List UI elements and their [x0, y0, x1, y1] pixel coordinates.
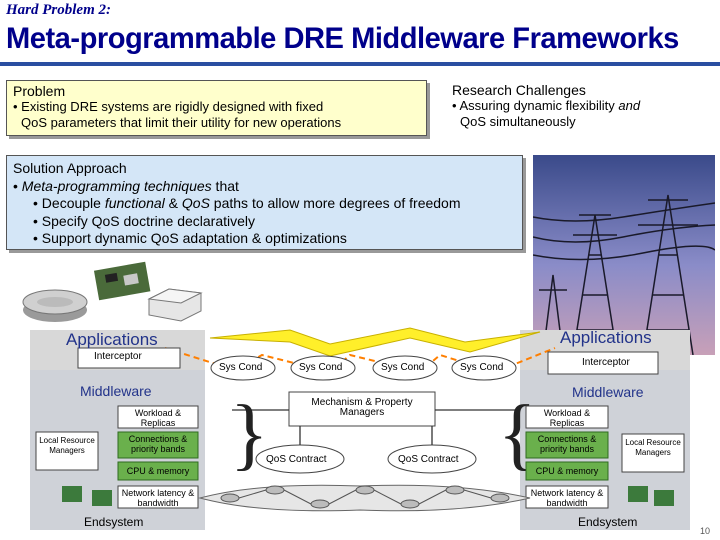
connections-left-box: [117, 431, 199, 459]
connections-left-label: Connections & priority bands: [128, 434, 188, 454]
solution-sub-2: • Specify QoS doctrine declaratively: [33, 212, 256, 229]
research-bullet-text: Assuring dynamic flexibility: [459, 98, 615, 113]
qos-contract-label-1: QoS Contract: [266, 454, 327, 465]
interceptor-right-box: [547, 351, 659, 375]
research-bullet-and: and: [618, 98, 641, 113]
solution-sub-1: • Decouple functional & QoS paths to all…: [33, 195, 461, 211]
network-links: [238, 489, 492, 505]
power-tower-photo: [533, 155, 715, 355]
interceptor-right-label: Interceptor: [582, 357, 630, 368]
slide-title: Meta-programmable DRE Middleware Framewo…: [6, 22, 679, 55]
lightning-bolt: [209, 327, 541, 357]
workload-right-label: Workload & Replicas: [543, 408, 591, 428]
sys-cond-oval-4: [451, 355, 517, 381]
problem-bullet: • Existing DRE systems are rigidly desig…: [13, 99, 324, 114]
solution-sub-3-text: Support dynamic QoS adaptation & optimiz…: [41, 230, 347, 246]
solution-sub-1-c: paths to allow more degrees of freedom: [209, 195, 461, 211]
workload-left-label: Workload & Replicas: [134, 408, 182, 428]
page-number: 10: [700, 526, 711, 536]
title-divider: [0, 62, 720, 66]
applications-right-label: Applications: [560, 328, 652, 347]
cpu-left-box: [117, 461, 199, 481]
workload-left-box: [117, 405, 199, 429]
solution-sub-2-text: Specify QoS doctrine declaratively: [41, 212, 256, 229]
local-left-box: [35, 431, 99, 471]
sys-cond-oval-3: [372, 355, 438, 381]
middleware-right-label: Middleware: [572, 384, 644, 400]
enclosure-device-photo: [147, 288, 203, 322]
solution-box: Solution Approach • Meta-programming tec…: [6, 155, 523, 250]
problem-heading: Problem: [13, 83, 66, 99]
problem-bullet-text: Existing DRE systems are rigidly designe…: [21, 99, 324, 114]
cpu-right-box: [525, 461, 609, 481]
mechanism-label: Mechanism & Property Managers: [311, 397, 413, 418]
problem-box: Problem • Existing DRE systems are rigid…: [6, 80, 427, 136]
endsystem-right-label: Endsystem: [578, 515, 638, 529]
problem-bullet-cont: QoS parameters that limit their utility …: [21, 115, 342, 130]
research-challenges: Research Challenges • Assuring dynamic f…: [452, 82, 640, 130]
sys-cond-label-2: Sys Cond: [299, 362, 343, 373]
endsystem-left-label: Endsystem: [84, 515, 144, 529]
sys-cond-label-4: Sys Cond: [460, 362, 504, 373]
local-right-box: [621, 433, 685, 473]
local-right-label: Local Resource Managers: [625, 438, 681, 457]
research-bullet: • Assuring dynamic flexibility and: [452, 98, 641, 113]
connections-right-label: Connections & priority bands: [537, 434, 597, 454]
local-left-label: Local Resource Managers: [39, 436, 95, 455]
flow-arrows: [232, 409, 520, 445]
sys-cond-label-1: Sys Cond: [219, 362, 263, 373]
architecture-diagram: } {: [30, 327, 690, 530]
network-right-label: Network latency & bandwidth: [530, 488, 604, 508]
middleware-left-label: Middleware: [80, 383, 152, 399]
solution-sub-1-qos: QoS: [181, 195, 210, 211]
solution-heading: Solution Approach: [13, 160, 127, 176]
cpu-right-label: CPU & memory: [535, 466, 599, 476]
brace-left: }: [230, 390, 268, 478]
board-icons-right: [628, 486, 674, 506]
solution-bullet-main: • Meta-programming techniques that: [13, 177, 239, 194]
workload-right-box: [525, 405, 609, 429]
board-icons-left: [62, 486, 112, 506]
solution-sub-3: • Support dynamic QoS adaptation & optim…: [33, 230, 347, 246]
solution-sub-1-a: Decouple: [41, 195, 105, 211]
qos-contract-label-2: QoS Contract: [398, 454, 459, 465]
connections-right-box: [525, 431, 609, 459]
slide-kicker: Hard Problem 2:: [6, 2, 111, 18]
interceptor-left-box: [77, 347, 181, 369]
solution-sub-1-b: &: [164, 195, 182, 211]
research-heading: Research Challenges: [452, 82, 586, 98]
research-bullet-cont: QoS simultaneously: [460, 114, 576, 129]
sys-cond-label-3: Sys Cond: [381, 362, 425, 373]
solution-sub-1-functional: functional: [104, 195, 165, 211]
sys-cond-oval-1: [210, 355, 276, 381]
circuit-board-photo: [93, 261, 151, 301]
applications-left-label: Applications: [66, 330, 158, 349]
solution-bullet-em: Meta-programming techniques: [21, 177, 212, 194]
network-left-label: Network latency & bandwidth: [121, 488, 195, 508]
solution-bullet-rest: that: [211, 177, 239, 194]
cpu-left-label: CPU & memory: [126, 466, 190, 476]
interceptor-left-label: Interceptor: [94, 351, 142, 362]
mechanism-box: [288, 391, 436, 427]
sys-cond-oval-2: [290, 355, 356, 381]
network-left-box: [117, 485, 199, 509]
sensor-device-photo: [22, 289, 88, 322]
